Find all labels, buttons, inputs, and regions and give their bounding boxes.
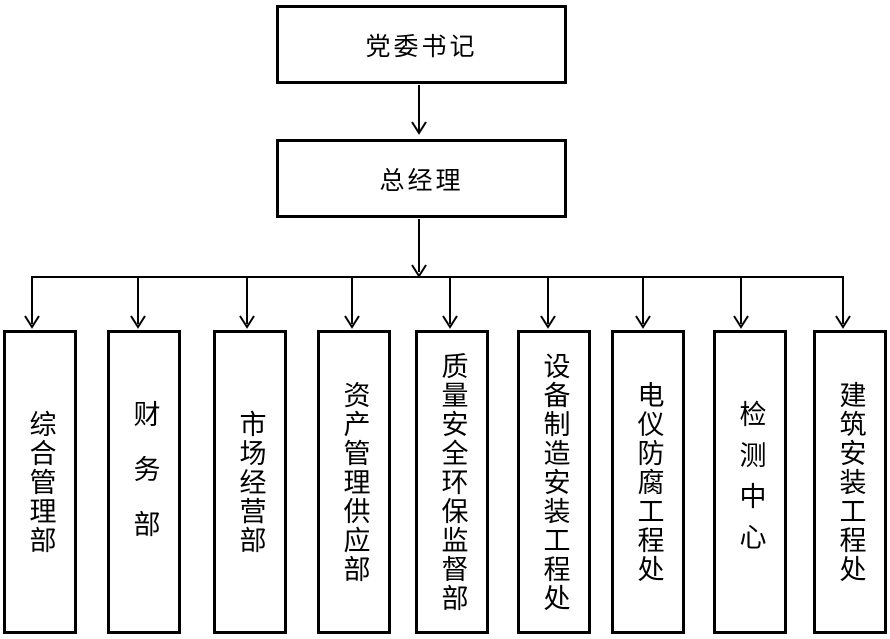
node-dept-equipment-manufacturing-installation: 设备制造安装工程处 (517, 330, 591, 634)
connector-bus-to-dept-9-arrow (835, 277, 851, 329)
node-dept-market-operations: 市场经营部 (213, 330, 287, 634)
connector-bus-to-dept-4-arrow (344, 277, 360, 329)
connector-bus-to-dept-2-arrow (130, 277, 146, 329)
node-general-manager-label: 总经理 (379, 167, 464, 195)
dept-label: 资产管理供应部 (339, 380, 370, 584)
connector-bus-to-dept-5-arrow (442, 277, 458, 329)
dept-label: 建筑安装工程处 (835, 380, 866, 584)
dept-label: 电仪防腐工程处 (633, 380, 664, 584)
node-general-manager: 总经理 (276, 139, 567, 218)
node-dept-comprehensive-management: 综合管理部 (3, 330, 77, 634)
connector-bus-to-dept-6-arrow (540, 277, 556, 329)
node-dept-quality-safety-env-supervision: 质量安全环保监督部 (415, 330, 489, 634)
node-dept-asset-management-supply: 资产管理供应部 (317, 330, 391, 634)
node-dept-electrical-instrument-anticorrosion: 电仪防腐工程处 (611, 330, 685, 634)
connector-secretary-to-manager-arrow (411, 85, 427, 135)
dept-label: 综合管理部 (25, 409, 56, 555)
connector-bus-to-dept-8-arrow (733, 277, 749, 329)
node-dept-finance: 财务部 (107, 330, 181, 634)
node-party-secretary-label: 党委书记 (365, 33, 478, 61)
connector-bus-to-dept-1-arrow (24, 277, 40, 329)
dept-label: 质量安全环保监督部 (437, 351, 468, 613)
node-dept-testing-center: 检测中心 (713, 330, 787, 634)
node-party-secretary: 党委书记 (276, 5, 567, 84)
dept-label: 检测中心 (735, 400, 766, 564)
connector-bus-to-dept-7-arrow (635, 277, 651, 329)
dept-label: 财务部 (129, 399, 160, 565)
connector-bus-to-dept-3-arrow (239, 277, 255, 329)
connector-manager-to-bus-arrow (411, 219, 427, 278)
dept-label: 市场经营部 (235, 409, 266, 555)
node-dept-construction-installation: 建筑安装工程处 (813, 330, 887, 634)
dept-label: 设备制造安装工程处 (539, 351, 570, 613)
